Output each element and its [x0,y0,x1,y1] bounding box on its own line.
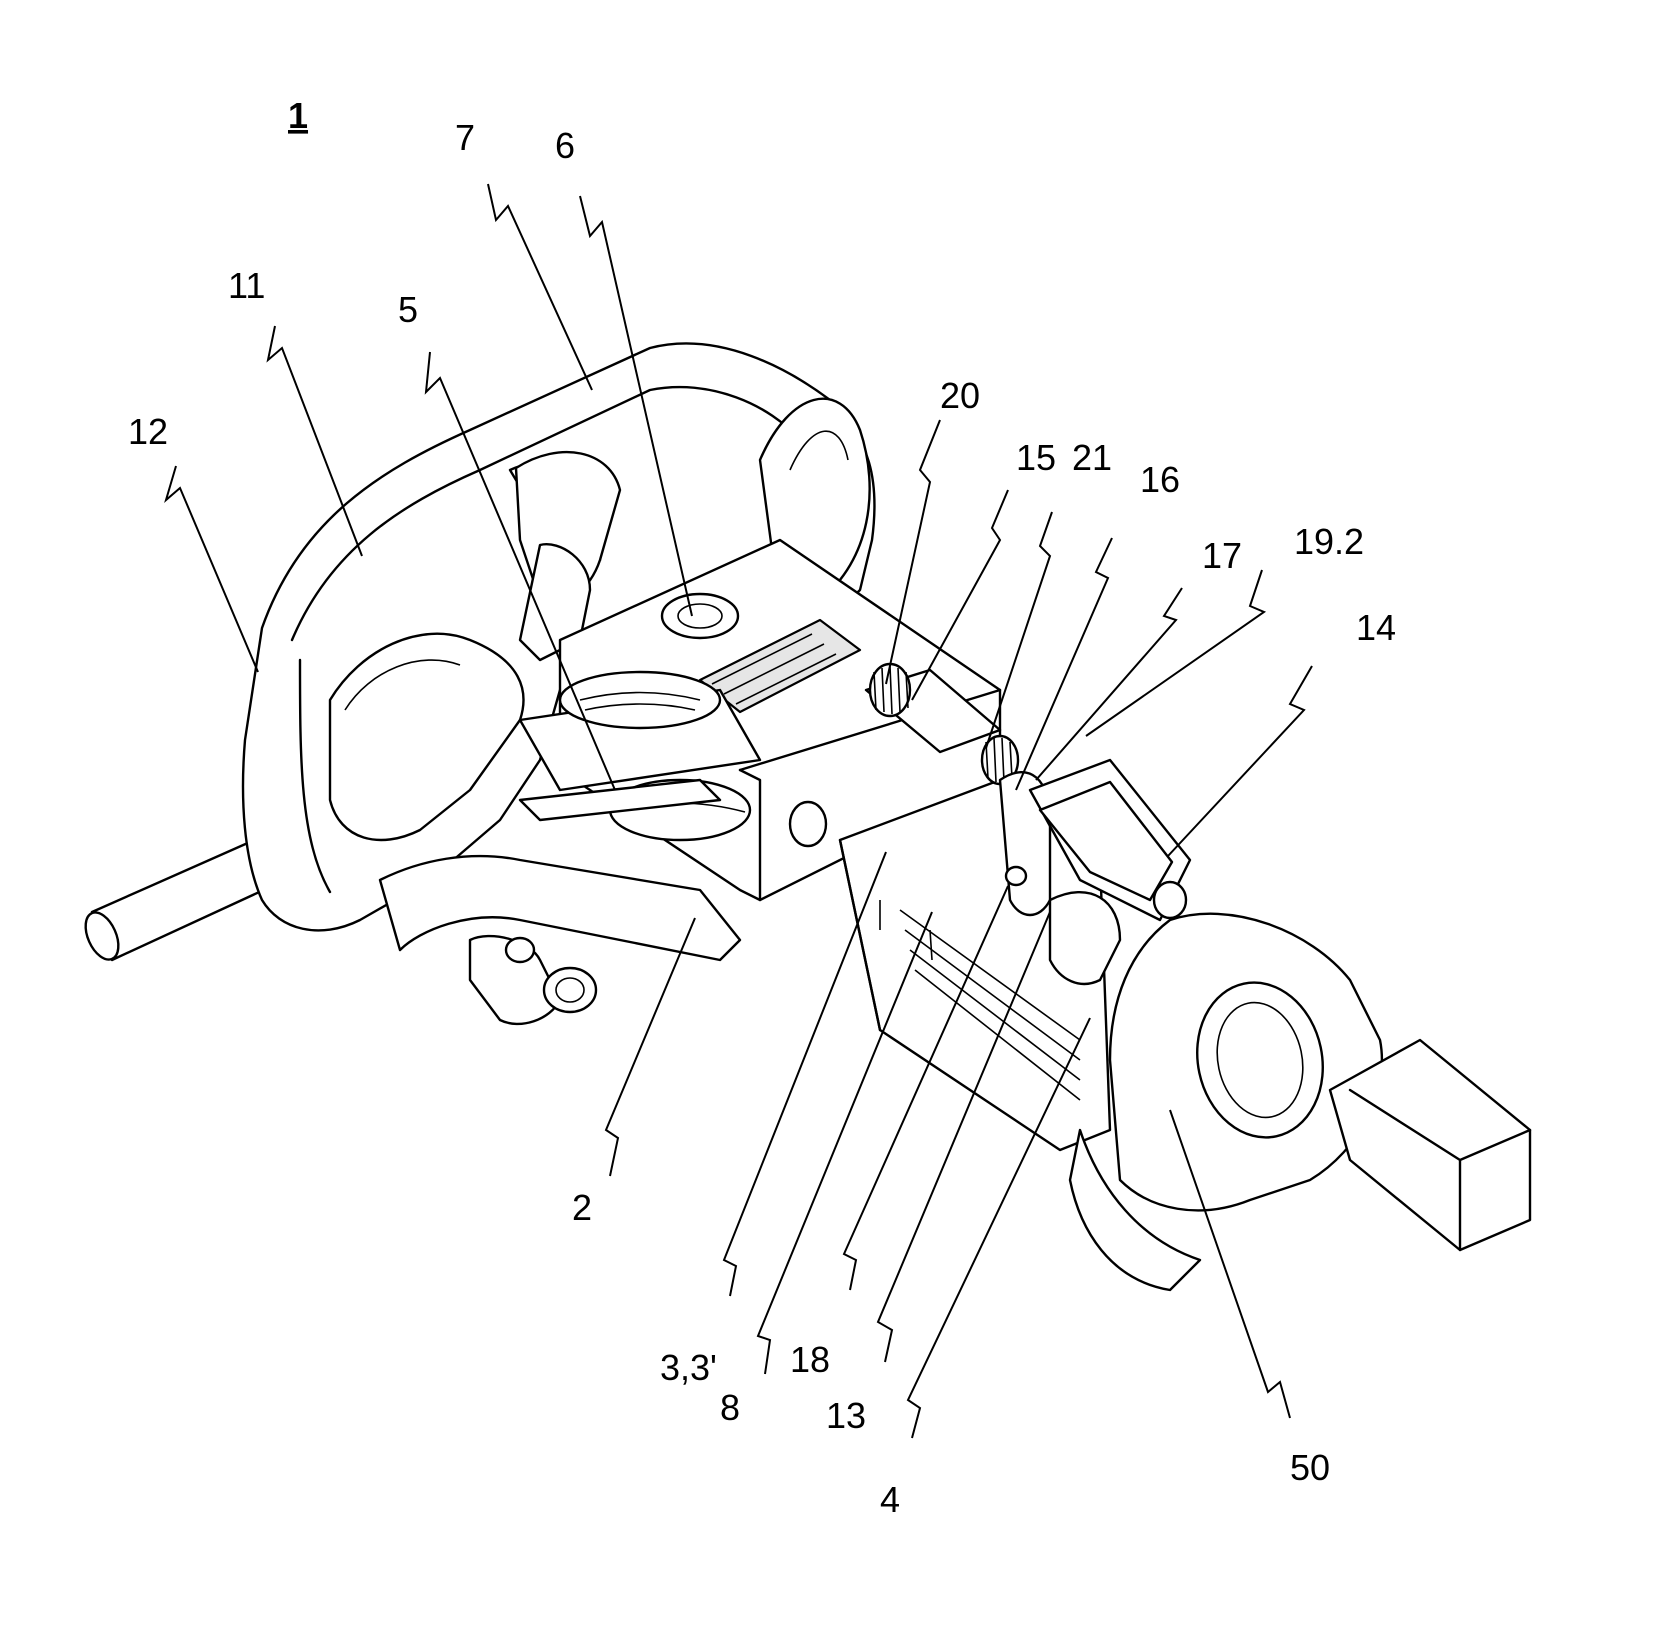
label-15: 15 [1016,437,1056,478]
label-50: 50 [1290,1447,1330,1488]
coupling-eye-50 [1070,914,1530,1290]
coupling-assembly [79,344,1530,1290]
label-4: 4 [880,1479,900,1520]
label-14: 14 [1356,607,1396,648]
label-16: 16 [1140,459,1180,500]
label-12: 12 [128,411,168,452]
figure-label: 1 [288,95,308,136]
label-6: 6 [555,125,575,166]
left-shaft [79,842,268,965]
label-19-2: 19.2 [1294,521,1364,562]
label-20: 20 [940,375,980,416]
label-2: 2 [572,1187,592,1228]
label-3-3prime: 3,3' [660,1347,717,1388]
label-8: 8 [720,1387,740,1428]
label-7: 7 [455,117,475,158]
label-18: 18 [790,1339,830,1380]
label-13: 13 [826,1395,866,1436]
label-11: 11 [228,265,265,306]
label-17: 17 [1202,535,1242,576]
label-5: 5 [398,289,418,330]
label-21: 21 [1072,437,1112,478]
